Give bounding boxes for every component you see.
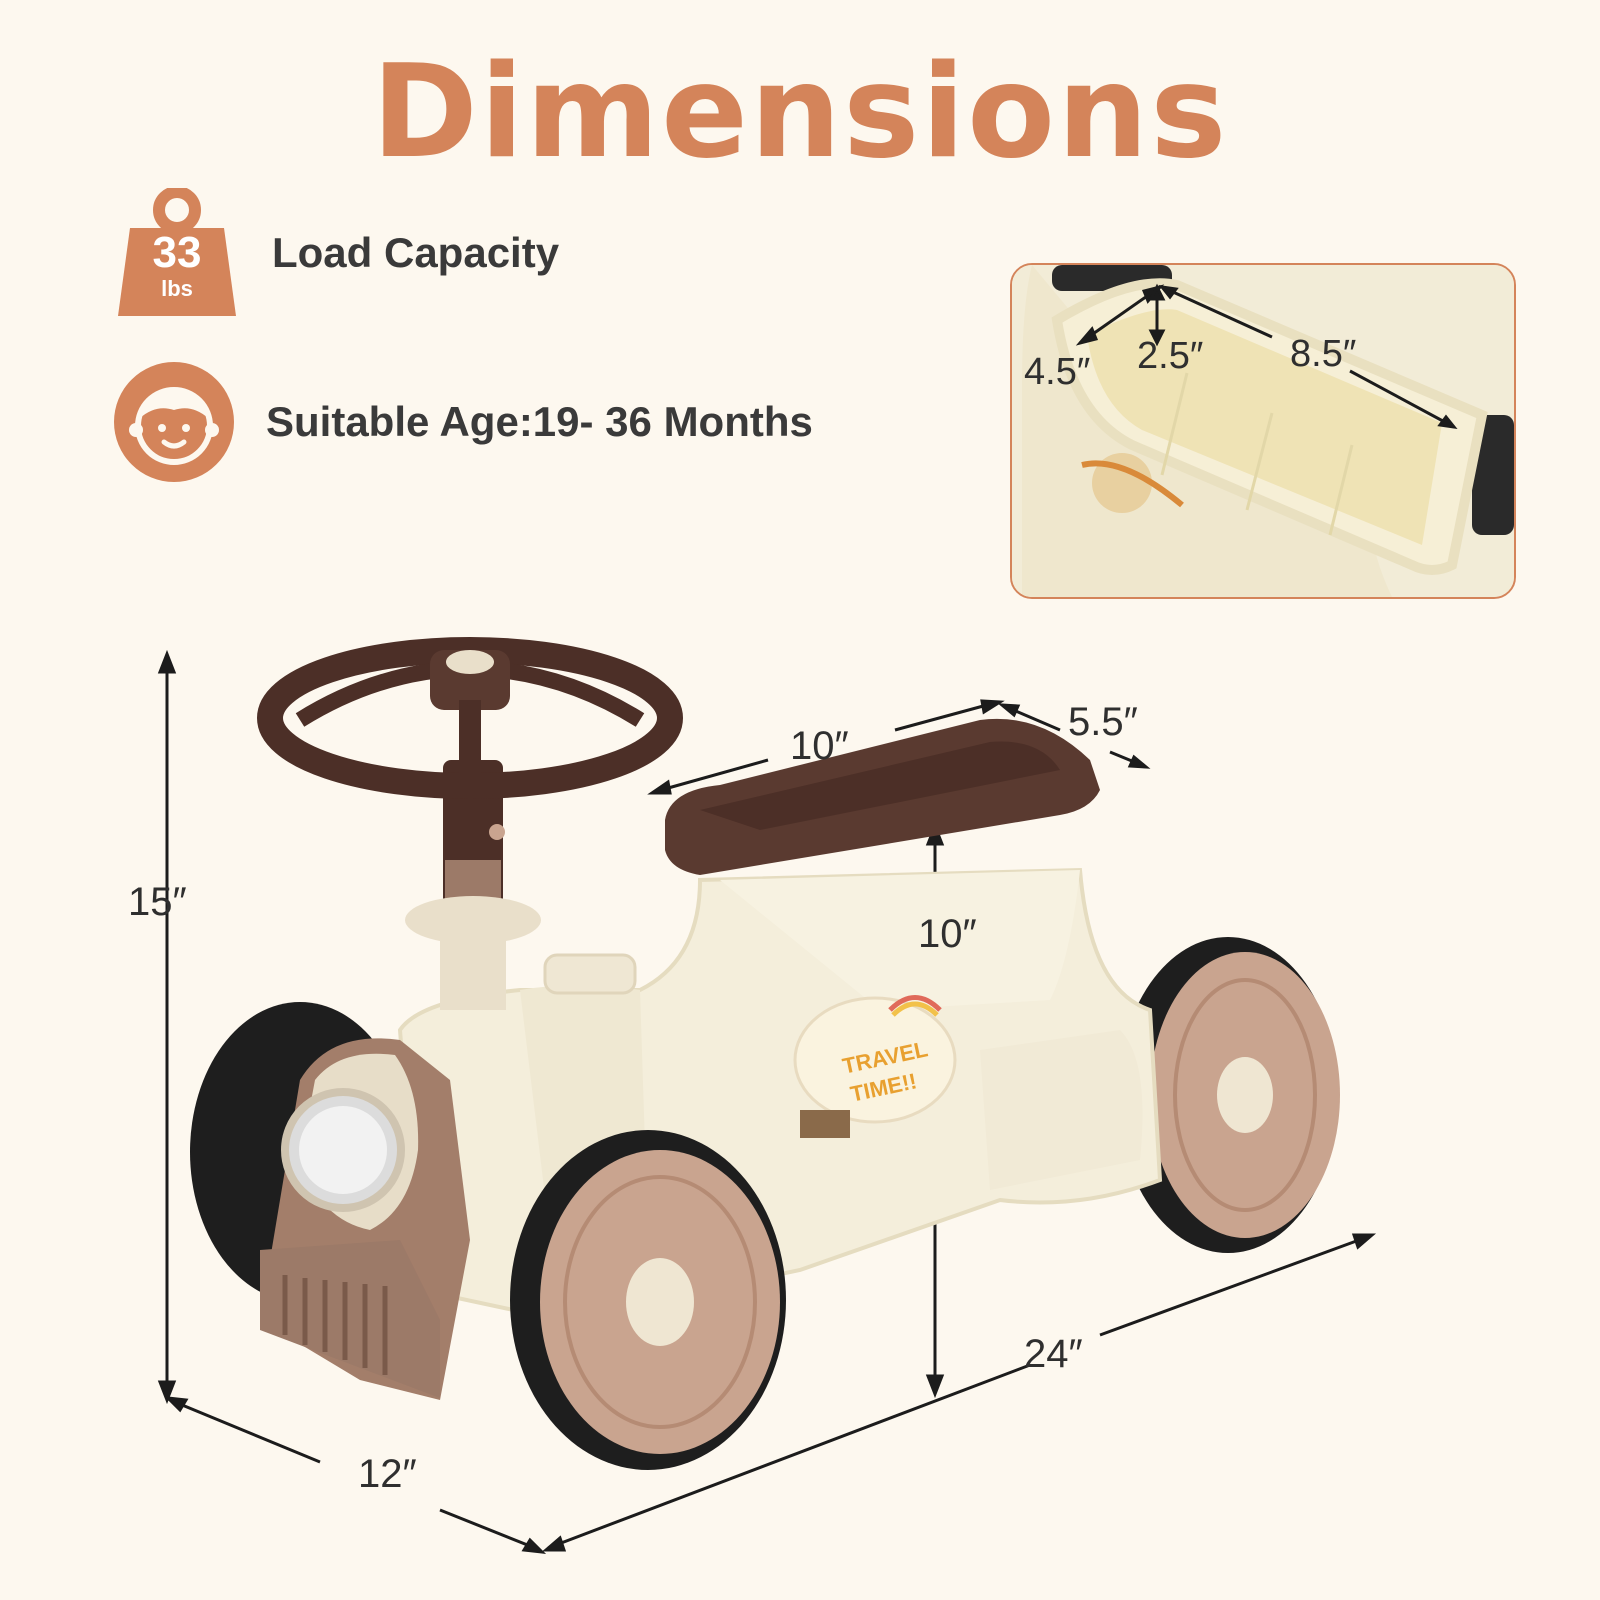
dimension-lines [157,649,1377,1554]
seat-height-label: 10″ [918,912,977,956]
load-unit: lbs [161,276,193,301]
storage-inset: 4.5″ 2.5″ 8.5″ [1010,263,1516,599]
rear-wheel [1118,937,1340,1253]
suitable-age-label: Suitable Age:19- 36 Months [266,398,813,445]
load-value: 33 [152,228,202,277]
front-nose [260,1038,470,1400]
steering-column [405,760,541,1010]
length-label: 24″ [1024,1332,1083,1376]
seat-length-label: 10″ [790,724,849,768]
seat-width-label: 5.5″ [1068,700,1138,744]
steering-wheel [257,637,683,799]
load-capacity-label: Load Capacity [272,229,560,276]
train-body [397,867,1163,1323]
child-face-icon [112,360,236,484]
storage-compartment-image [1012,265,1514,597]
weight-icon: 33 lbs [112,188,242,318]
storage-width-label: 4.5″ [1024,351,1091,393]
seat [665,718,1100,875]
front-wheel [510,1130,786,1470]
width-label: 12″ [358,1452,417,1496]
storage-depth-label: 2.5″ [1137,335,1204,377]
height-label: 15″ [128,880,187,924]
load-capacity-feature: 33 lbs Load Capacity [112,188,559,318]
age-feature: Suitable Age:19- 36 Months [112,360,813,484]
page-title: Dimensions [371,38,1229,187]
storage-length-label: 8.5″ [1290,333,1357,375]
